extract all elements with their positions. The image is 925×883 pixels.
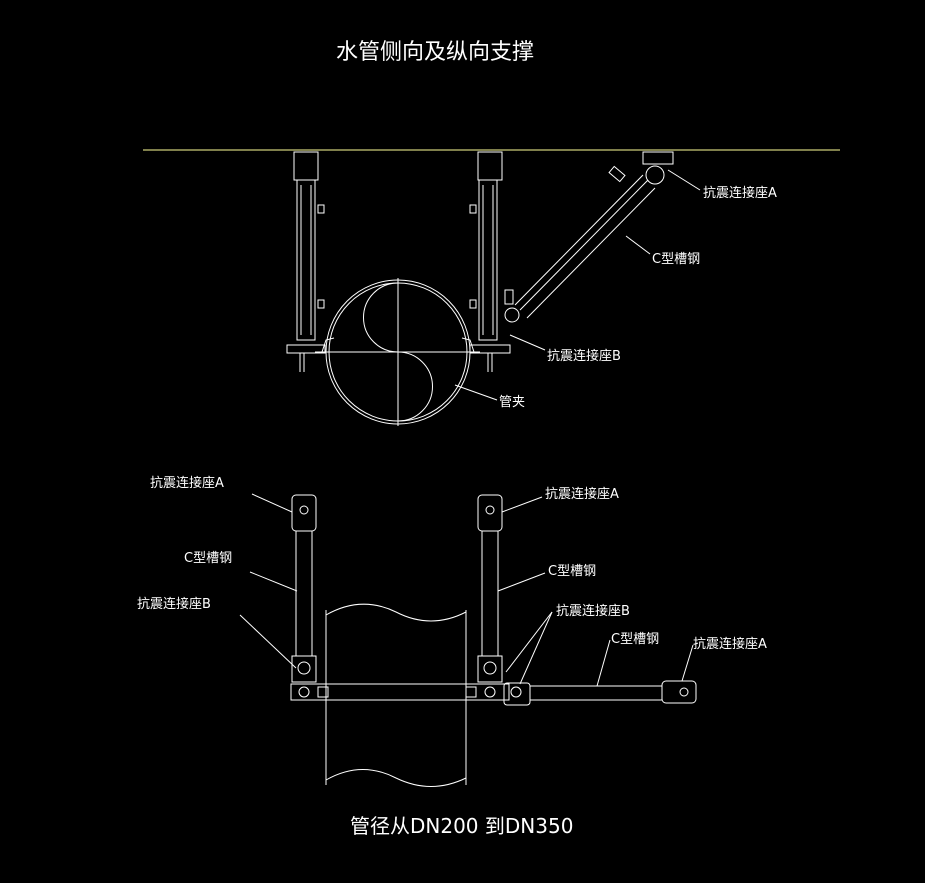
label-bottom-left-c-channel: C型槽钢	[184, 551, 233, 566]
horizontal-beam	[290, 683, 510, 701]
drawing-title: 水管侧向及纵向支撑	[336, 40, 535, 65]
label-bottom-left-seat-a: 抗震连接座A	[150, 476, 224, 491]
bottom-mid-post	[477, 494, 503, 683]
bottom-horizontal-brace	[503, 680, 697, 706]
vertical-pipe	[325, 603, 467, 787]
label-bottom-right-seat-a: 抗震连接座A	[693, 637, 767, 652]
top-left-hanger	[286, 151, 326, 372]
bottom-left-post	[291, 494, 317, 683]
label-pipe-clamp: 管夹	[499, 395, 526, 410]
label-bottom-mid-seat-b: 抗震连接座B	[556, 604, 630, 619]
size-range-note: 管径从DN200 到DN350	[350, 814, 574, 838]
pipe-cross-section	[315, 278, 480, 426]
label-bottom-mid-c-channel: C型槽钢	[548, 564, 597, 579]
label-top-seat-b: 抗震连接座B	[547, 349, 621, 364]
label-bottom-mid-seat-a: 抗震连接座A	[545, 487, 619, 502]
label-bottom-right-c-channel: C型槽钢	[611, 632, 660, 647]
label-top-seat-a: 抗震连接座A	[703, 186, 777, 201]
label-top-c-channel: C型槽钢	[652, 252, 701, 267]
top-mid-hanger	[469, 151, 511, 372]
label-bottom-left-seat-b: 抗震连接座B	[137, 597, 211, 612]
diagonal-brace	[504, 151, 674, 323]
